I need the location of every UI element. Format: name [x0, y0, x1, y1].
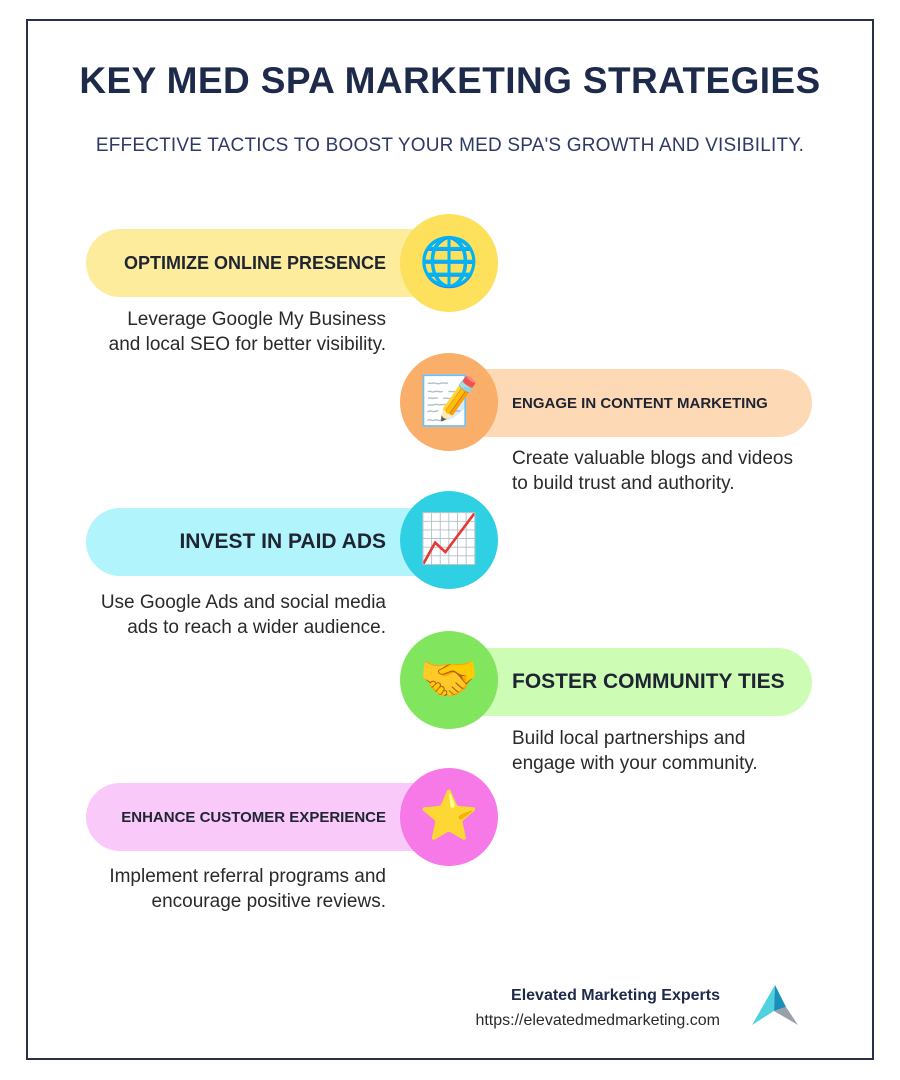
strategy-title: INVEST IN PAID ADS — [179, 530, 386, 553]
strategy-title: ENHANCE CUSTOMER EXPERIENCE — [121, 808, 386, 826]
star-icon-glyph: ⭐ — [419, 790, 479, 843]
strategy-description: Implement referral programs and encourag… — [109, 866, 386, 912]
globe-icon: 🌐 — [400, 214, 498, 312]
globe-icon-glyph: 🌐 — [419, 236, 479, 289]
strategy-pill-enhance-customer-experience: ENHANCE CUSTOMER EXPERIENCE — [86, 783, 456, 851]
chart-increasing-icon-glyph: 📈 — [419, 513, 479, 566]
memo-icon: 📝 — [400, 353, 498, 451]
strategy-description: Use Google Ads and social media ads to r… — [100, 592, 386, 638]
strategy-pill-optimize-online-presence: OPTIMIZE ONLINE PRESENCE — [86, 229, 456, 297]
page-title: KEY MED SPA MARKETING STRATEGIES — [79, 60, 821, 101]
strategy-pill-foster-community-ties: FOSTER COMMUNITY TIES — [444, 648, 812, 716]
strategy-pill-engage-content-marketing: ENGAGE IN CONTENT MARKETING — [444, 369, 812, 437]
memo-icon-glyph: 📝 — [419, 375, 479, 428]
page-subtitle: EFFECTIVE TACTICS TO BOOST YOUR MED SPA'… — [95, 135, 805, 156]
strategy-pill-invest-paid-ads: INVEST IN PAID ADS — [86, 508, 456, 576]
star-icon: ⭐ — [400, 768, 498, 866]
footer-company-name: Elevated Marketing Experts — [511, 987, 720, 1004]
strategy-description: Build local partnerships and engage with… — [512, 728, 758, 774]
chart-increasing-icon: 📈 — [400, 491, 498, 589]
footer-website-link[interactable]: https://elevatedmedmarketing.com — [475, 1012, 720, 1029]
strategy-description: Create valuable blogs and videos to buil… — [512, 448, 793, 494]
company-logo-icon — [752, 985, 798, 1025]
strategy-description: Leverage Google My Business and local SE… — [108, 309, 386, 355]
handshake-icon-glyph: 🤝 — [419, 653, 479, 706]
handshake-icon: 🤝 — [400, 631, 498, 729]
strategy-title: FOSTER COMMUNITY TIES — [512, 670, 785, 693]
strategy-title: ENGAGE IN CONTENT MARKETING — [512, 394, 768, 412]
strategy-title: OPTIMIZE ONLINE PRESENCE — [123, 252, 386, 273]
